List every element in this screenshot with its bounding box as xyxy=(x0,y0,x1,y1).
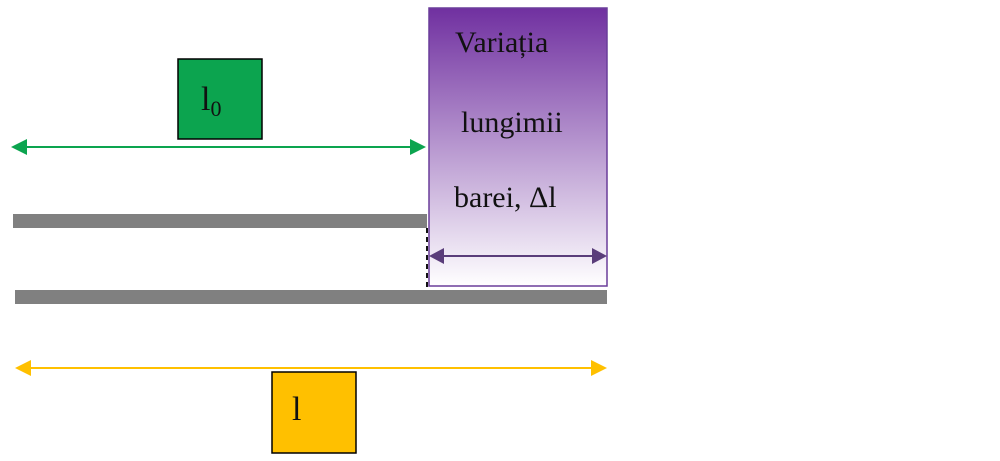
original-length-label: l0 xyxy=(201,81,221,121)
elongation-arrow-icon xyxy=(429,248,607,264)
elongation-label-line1: Variația xyxy=(455,26,548,59)
final-length-label: l xyxy=(292,391,301,428)
elongation-box xyxy=(428,7,608,287)
elongation-label-line3: barei, Δl xyxy=(454,181,557,214)
elongation-label-line2: lungimii xyxy=(461,106,563,139)
final-length-box xyxy=(271,371,357,454)
original-length-arrow-icon xyxy=(11,139,426,155)
final-length-arrow-icon xyxy=(15,360,607,376)
elongated-bar xyxy=(15,290,607,304)
original-length-box xyxy=(177,58,263,140)
original-bar xyxy=(13,214,427,228)
